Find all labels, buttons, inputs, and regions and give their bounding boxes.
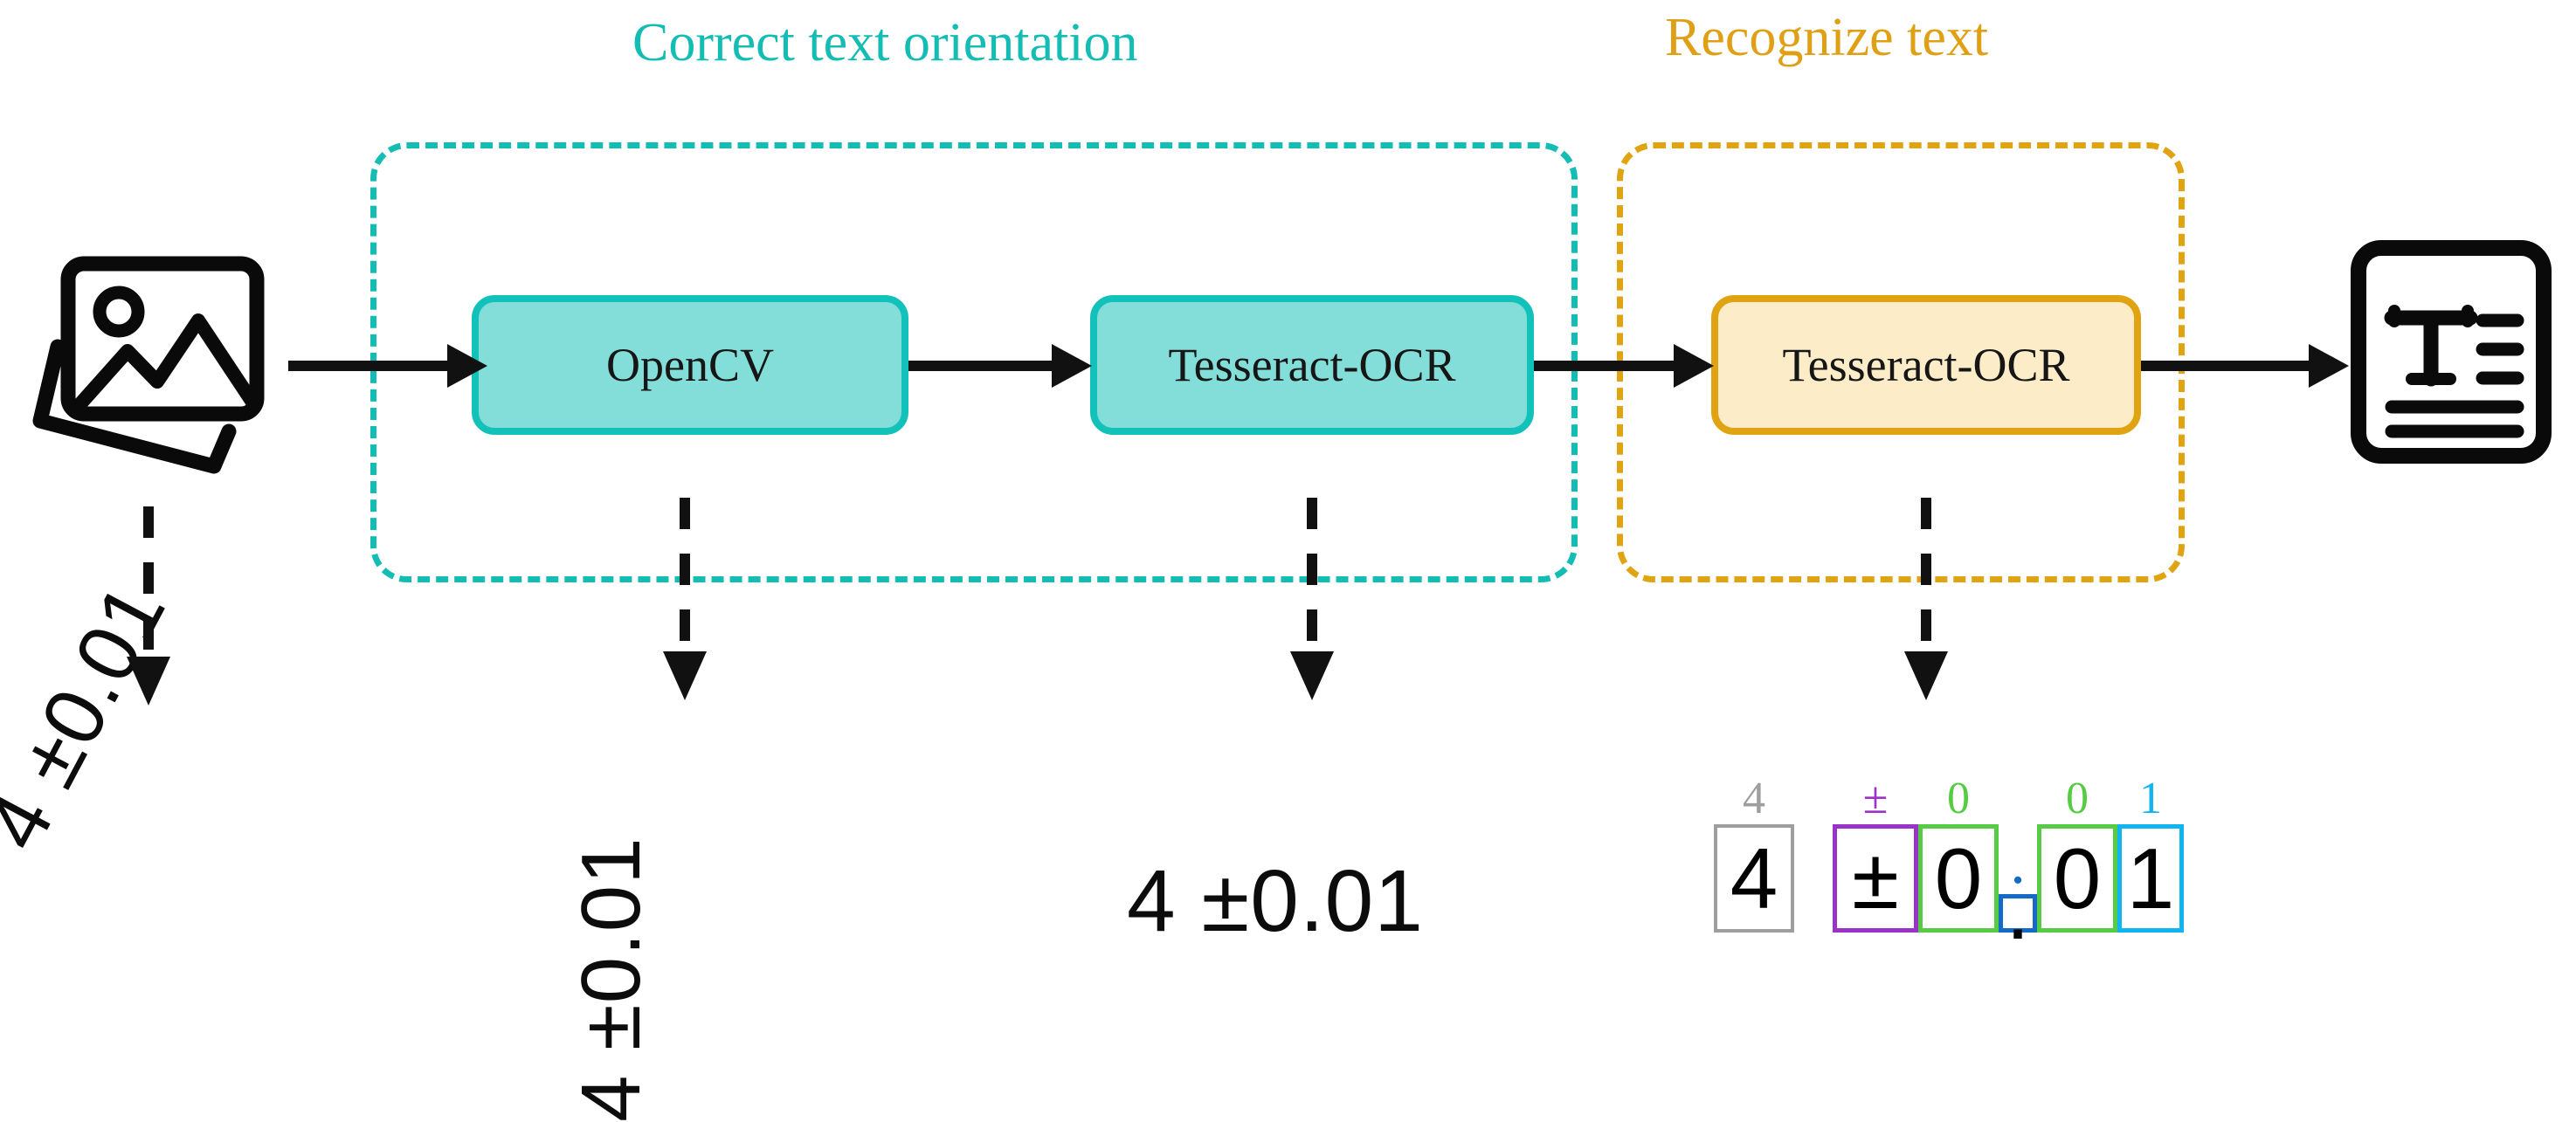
sample-text-deskewed-vertical: 4 ±0.01 bbox=[564, 836, 658, 1122]
ocr-char-cell: 0 bbox=[2037, 824, 2117, 933]
callout-arrow-opencv-sample bbox=[663, 498, 707, 700]
group-caption-correct-orientation: Correct text orientation bbox=[632, 13, 1138, 72]
ocr-char-label: 4 bbox=[1743, 774, 1765, 823]
callout-arrow-recognition-sample bbox=[1904, 498, 1948, 700]
ocr-char-cell: ± bbox=[1833, 824, 1918, 933]
process-node-tesseract-ocr-recognition[interactable]: Tesseract-OCR bbox=[1711, 295, 2141, 435]
callout-arrow-orientation-sample bbox=[1290, 498, 1334, 700]
arrow-tesseract-2-to-output bbox=[2141, 344, 2349, 388]
ocr-char-label: 0 bbox=[1947, 774, 1970, 823]
arrow-opencv-to-tesseract-1 bbox=[908, 344, 1092, 388]
group-caption-recognize-text: Recognize text bbox=[1665, 8, 1989, 67]
process-node-opencv[interactable]: OpenCV bbox=[472, 295, 908, 435]
process-node-tesseract-ocr-orientation[interactable]: Tesseract-OCR bbox=[1090, 295, 1534, 435]
output-text-document-icon bbox=[2346, 237, 2556, 471]
arrow-image-to-opencv bbox=[288, 344, 487, 388]
ocr-char-period: ·. bbox=[1999, 784, 2037, 952]
ocr-char-cell: 1 bbox=[2117, 824, 2184, 933]
ocr-char-cell: 4 bbox=[1714, 824, 1794, 933]
input-image-stack-icon bbox=[19, 229, 281, 486]
ocr-char-cell: . bbox=[1999, 866, 2037, 952]
ocr-char-label: ± bbox=[1862, 774, 1889, 823]
arrow-tesseract-1-to-tesseract-2 bbox=[1534, 344, 1714, 388]
ocr-char-label: 0 bbox=[2066, 774, 2089, 823]
callout-arrow-input-sample bbox=[127, 506, 170, 706]
ocr-char-±: ±± bbox=[1833, 774, 1918, 933]
sample-text-orientation-corrected: 4 ±0.01 bbox=[1127, 852, 1424, 950]
ocr-char-cell: 0 bbox=[1918, 824, 1999, 933]
ocr-char-label: 1 bbox=[2139, 774, 2162, 823]
